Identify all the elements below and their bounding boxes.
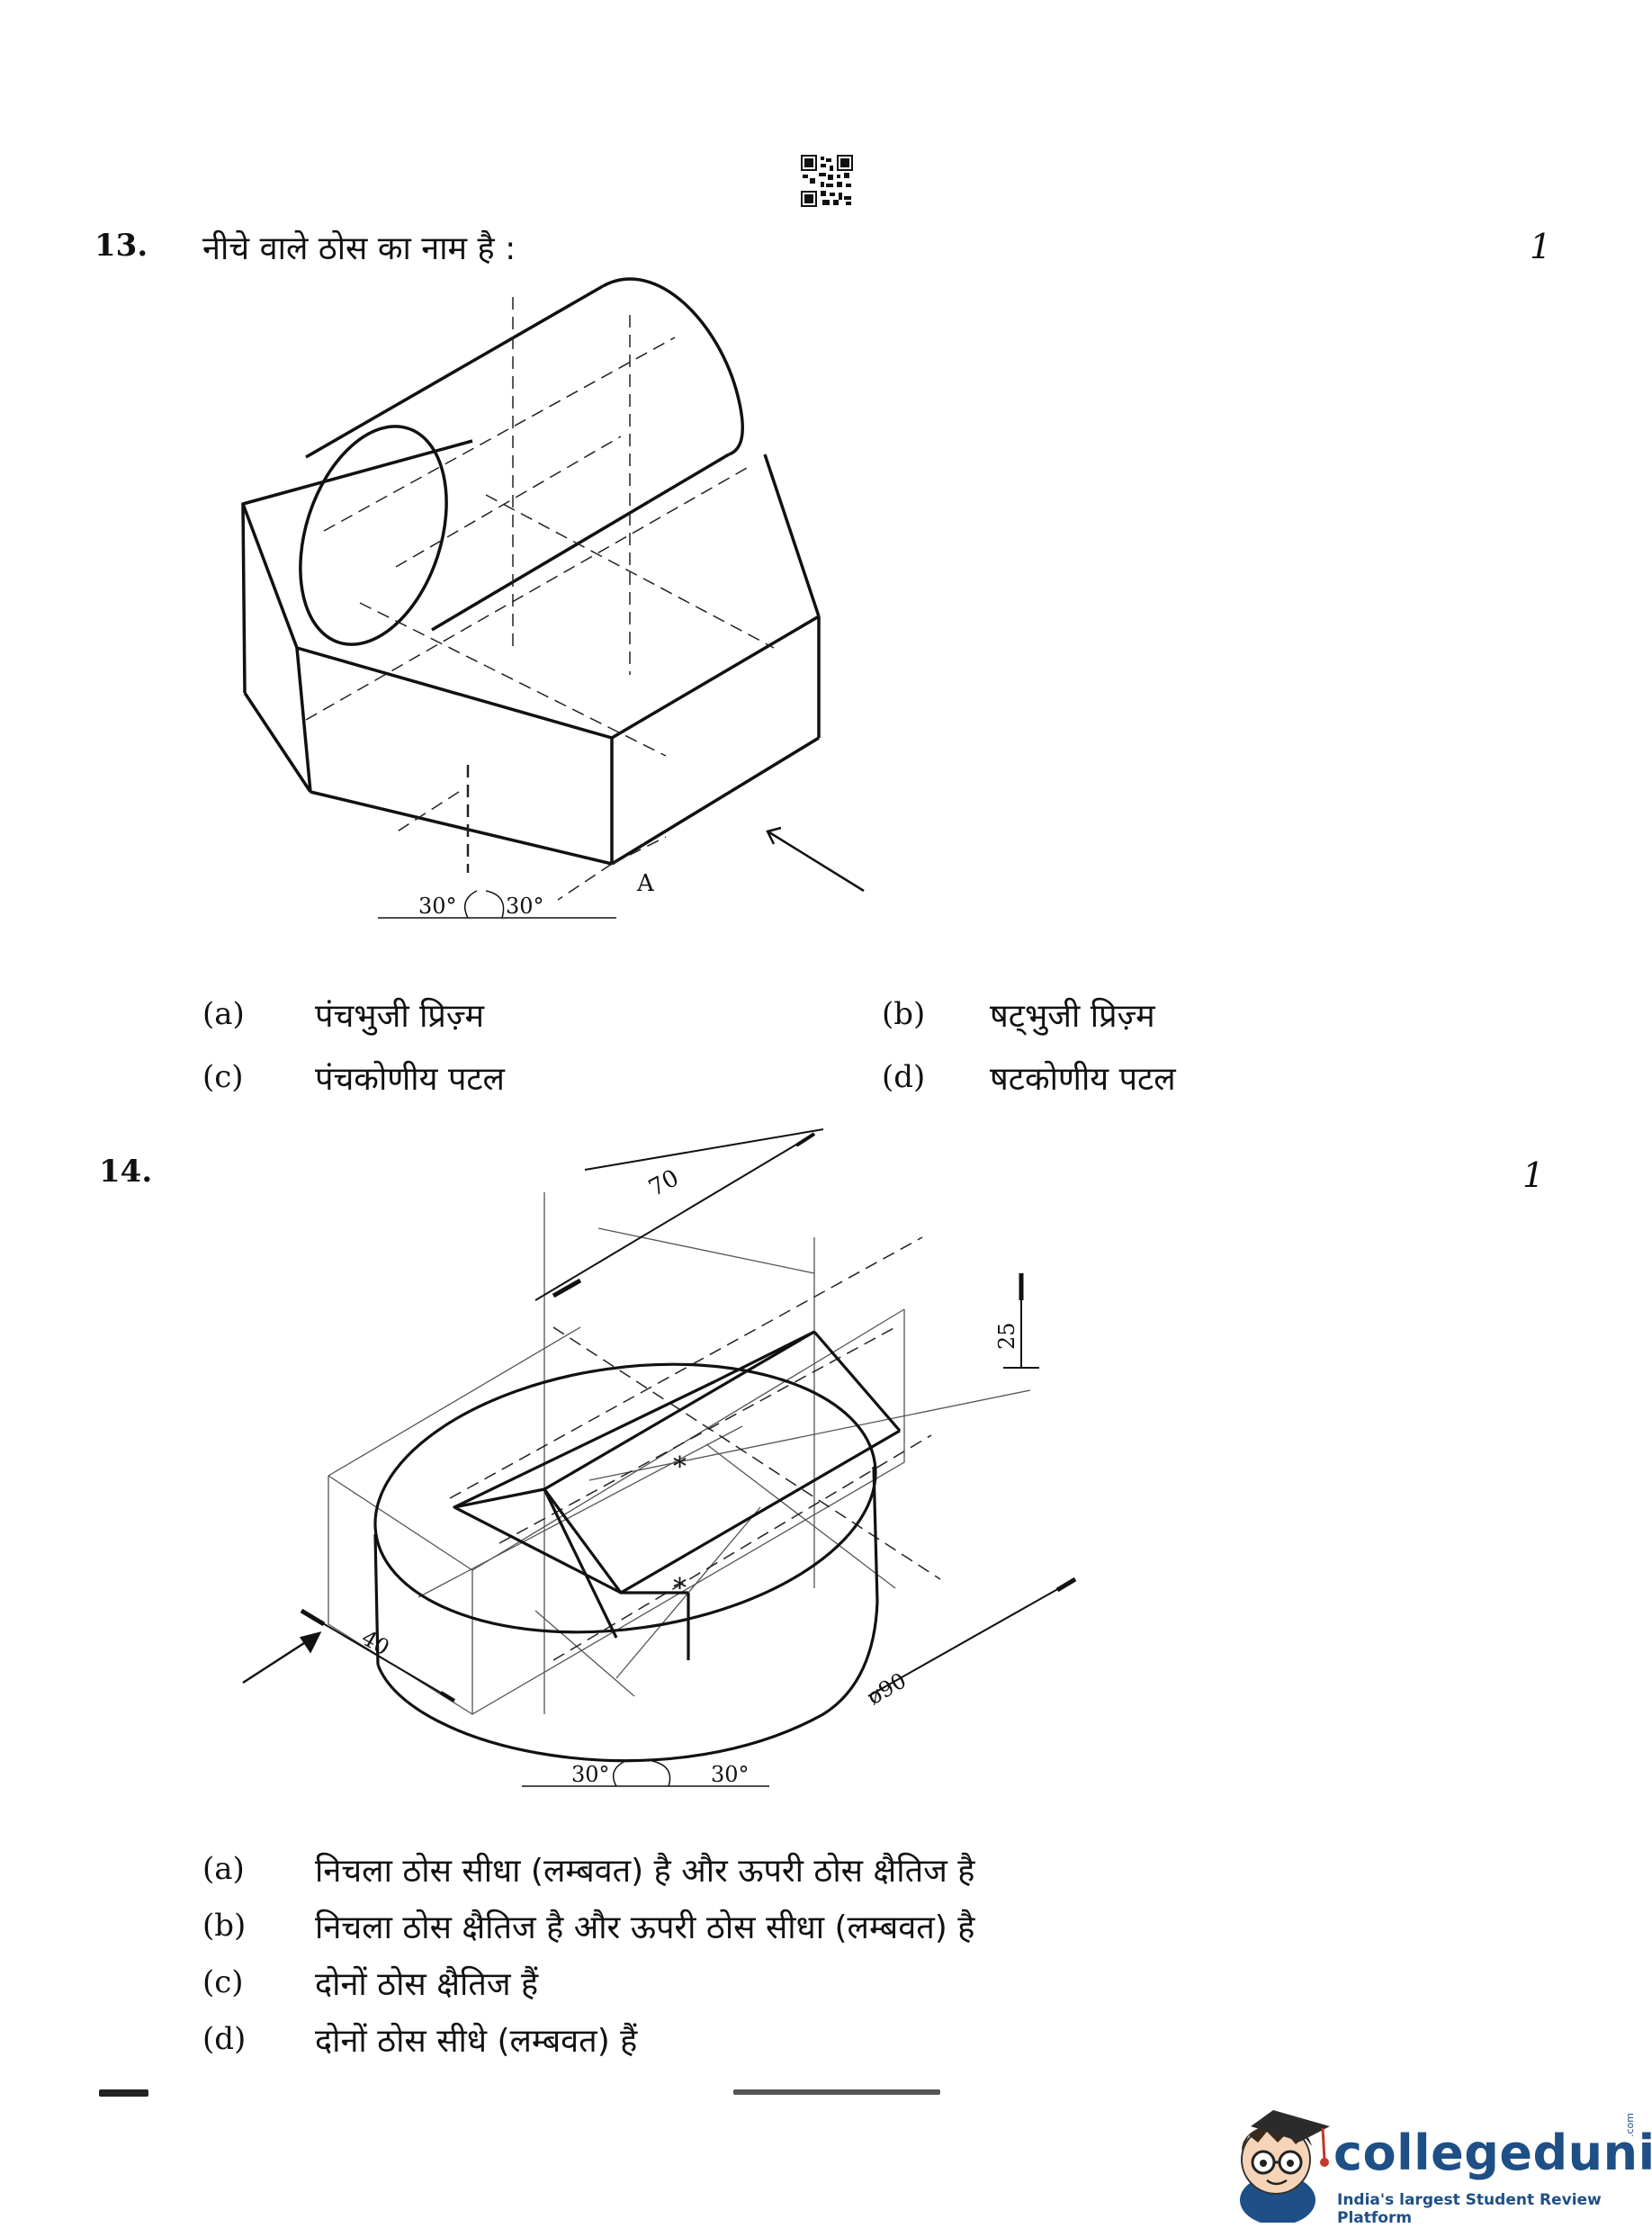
cylinder-outline [373, 1362, 879, 1763]
logo-name: collegedunia [1333, 2125, 1652, 2181]
construction-lines [305, 297, 775, 901]
q13-option-d-label: (d) [882, 1059, 926, 1095]
qr-code [801, 155, 853, 207]
question-13-marks: 1 [1530, 227, 1552, 266]
angle-arc-left [463, 890, 478, 919]
view-arrow [242, 1631, 322, 1684]
question-13-figure: 30° 30° A [241, 277, 865, 919]
dimension-40 [300, 1608, 456, 1702]
dim-70-label: 70 [644, 1164, 683, 1202]
center-mark-upper: * [673, 1451, 687, 1483]
q13-option-b-label: (b) [882, 996, 926, 1032]
center-mark-lower: * [673, 1573, 687, 1604]
cylinder-outline [299, 277, 744, 646]
angle-right-label: 30° [506, 894, 544, 919]
dimension-25 [1003, 1273, 1039, 1369]
q14-option-d-text: दोनों ठोस सीधे (लम्बवत) हैं [315, 2023, 638, 2060]
q13-option-c-text: पंचकोणीय पटल [315, 1061, 505, 1098]
triangular-prism-outline [453, 1330, 902, 1660]
question-13-text: नीचे वाले ठोस का नाम है : [202, 230, 516, 267]
q13-option-a-text: पंचभुजी प्रिज़्म [315, 998, 485, 1035]
logo-tagline: India's largest Student Review Platform [1337, 2191, 1602, 2227]
question-14-marks: 1 [1522, 1155, 1545, 1195]
logo-suffix: .com [1624, 2113, 1636, 2137]
q14-option-c-label: (c) [202, 1964, 244, 2000]
footer-cutoff-mark [99, 2089, 148, 2097]
collegedunia-logo[interactable]: collegedunia .com India's largest Studen… [1224, 2101, 1652, 2227]
angle-arc-right [651, 1760, 671, 1787]
prism-outline [241, 439, 821, 866]
q14-option-a-label: (a) [202, 1851, 245, 1887]
angle-arc-right [485, 890, 505, 919]
q14-option-b-label: (b) [202, 1908, 247, 1944]
footer-cutoff-page [733, 2089, 940, 2095]
angle-right-label: 30° [711, 1762, 750, 1787]
q13-option-c-label: (c) [202, 1059, 244, 1095]
dim-90-label: ø90 [863, 1667, 911, 1710]
angle-left-label: 30° [418, 894, 457, 919]
q14-option-c-text: दोनों ठोस क्षैतिज हैं [315, 1966, 539, 2003]
q14-option-b-text: निचला ठोस क्षैतिज है और ऊपरी ठोस सीधा (ल… [315, 1909, 975, 1946]
angle-left-label: 30° [571, 1762, 610, 1787]
question-13-number: 13. [94, 228, 148, 264]
question-14-figure: 70 25 40 ø90 * * 30° 30° [242, 1128, 1077, 1787]
q14-option-a-text: निचला ठोस सीधा (लम्बवत) है और ऊपरी ठोस क… [315, 1853, 975, 1890]
question-14-number: 14. [99, 1154, 153, 1190]
dim-40-label: 40 [357, 1625, 393, 1661]
dimension-90 [867, 1577, 1077, 1697]
q13-option-b-text: षट्भुजी प्रिज़्म [990, 998, 1155, 1035]
dim-25-label: 25 [994, 1322, 1019, 1350]
q13-option-a-label: (a) [202, 996, 245, 1032]
view-arrow [766, 826, 865, 893]
q13-option-d-text: षटकोणीय पटल [990, 1061, 1176, 1098]
dimension-70 [534, 1128, 824, 1301]
mascot-icon [1240, 2110, 1330, 2223]
point-a-label: A [636, 870, 655, 897]
angle-arc-left [612, 1760, 626, 1787]
q14-option-d-label: (d) [202, 2021, 247, 2057]
